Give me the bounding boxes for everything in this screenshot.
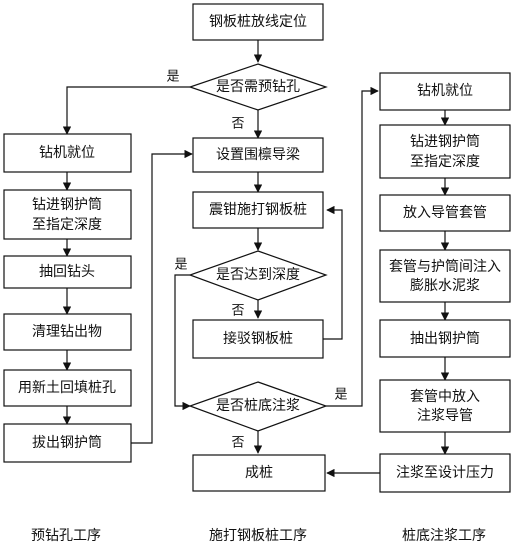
label-grout-rig-position: 钻机就位 [417, 83, 473, 99]
column-caption-predrill: 预钻孔工序 [31, 528, 101, 544]
label-pile-done: 成桩 [245, 464, 273, 481]
label-setup-guide-beam: 设置围檩导梁 [216, 146, 300, 163]
edge-label-predrill-no: 否 [231, 117, 244, 132]
node-setup-guide-beam [192, 137, 324, 173]
label-splice-pile: 接驳钢板桩 [223, 330, 293, 347]
label-clean-cuttings: 清理钻出物 [32, 324, 102, 340]
node-splice-pile [192, 319, 324, 359]
node-withdraw-bit [3, 255, 132, 289]
node-pre-drill-casing [3, 189, 132, 240]
label-insert-grout-pipe-1: 套管中放入 [410, 389, 480, 405]
node-backfill-hole [3, 369, 132, 407]
node-insert-guide-pipe [379, 194, 511, 232]
label-need-predrill: 是否需预钻孔 [216, 79, 300, 95]
edge-label-grout-yes: 是 [334, 388, 347, 403]
label-grout-drill-casing-2: 至指定深度 [410, 154, 480, 170]
node-pre-rig-position [3, 133, 132, 173]
node-pile-positioning [192, 3, 324, 41]
edge-label-grout-no: 否 [231, 436, 244, 451]
label-extract-casing: 抽出钢护筒 [410, 330, 480, 347]
node-inject-cement [379, 249, 511, 303]
label-insert-grout-pipe-2: 注浆导管 [417, 408, 473, 424]
label-base-grouting-q: 是否桩底注浆 [216, 397, 300, 414]
label-grout-drill-casing-1: 钻进钢护筒 [410, 133, 480, 150]
label-pile-positioning: 钢板桩放线定位 [209, 13, 307, 30]
edge-predrill-yes-to-left-column [62, 86, 190, 135]
label-inject-cement-1: 套管与护筒间注入 [389, 258, 501, 275]
label-vibro-drive: 震钳施打钢板桩 [209, 201, 307, 218]
column-caption-base-grouting: 桩底注浆工序 [402, 527, 486, 544]
node-vibro-drive [192, 191, 324, 229]
label-reach-depth: 是否达到深度 [216, 267, 300, 283]
node-pull-casing [3, 423, 132, 463]
connectors [62, 40, 450, 478]
label-pre-rig-position: 钻机就位 [39, 145, 95, 161]
node-clean-cuttings [3, 313, 132, 351]
node-base-grouting-q [188, 381, 328, 432]
node-need-predrill [188, 63, 328, 111]
node-grout-rig-position [379, 72, 511, 111]
label-pull-casing: 拔出钢护筒 [32, 434, 102, 451]
node-pile-done [192, 454, 326, 492]
edge-left-end-to-guide-beam [131, 149, 193, 444]
node-grout-to-pressure [379, 453, 511, 493]
label-grout-to-pressure: 注浆至设计压力 [396, 465, 494, 481]
edge-splice-back-to-vibro-drive [323, 205, 343, 340]
edge-depth-yes-to-grouting-q [174, 274, 191, 411]
edge-label-depth-yes: 是 [174, 258, 187, 273]
edge-grouting-yes-to-right-column [326, 86, 379, 407]
node-reach-depth [188, 250, 328, 301]
label-backfill-hole: 用新土回填桩孔 [18, 379, 116, 396]
label-pre-drill-casing-1: 钻进钢护筒 [32, 196, 102, 213]
label-pre-drill-casing-2: 至指定深度 [32, 217, 102, 233]
label-inject-cement-2: 膨胀水泥浆 [410, 277, 480, 294]
column-caption-sheet-pile: 施打钢板桩工序 [209, 527, 307, 544]
label-insert-guide-pipe: 放入导管套管 [403, 205, 487, 221]
node-insert-grout-pipe [379, 379, 511, 433]
edge-label-predrill-yes: 是 [166, 70, 179, 85]
label-withdraw-bit: 抽回钻头 [39, 264, 95, 280]
node-extract-casing [379, 319, 511, 358]
edge-label-depth-no: 否 [231, 304, 244, 319]
node-grout-drill-casing [379, 124, 511, 179]
